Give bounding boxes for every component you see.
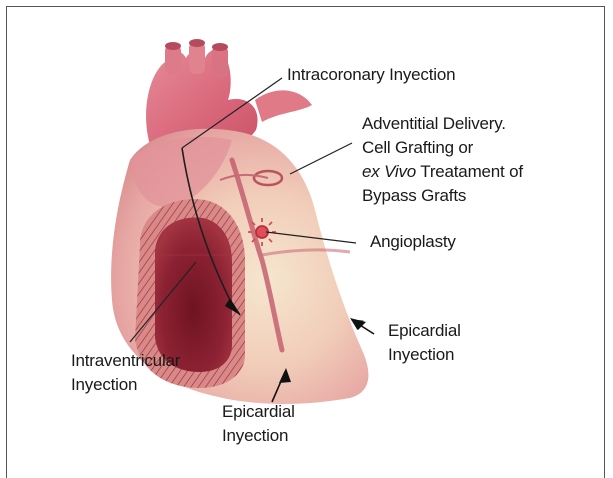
label-intraventricular-1: Intraventricular: [71, 350, 180, 372]
label-adventitial-1: Adventitial Delivery.: [362, 113, 506, 135]
ex-vivo-italic: ex Vivo: [362, 162, 416, 181]
leader-adventitial: [290, 143, 352, 174]
label-intraventricular-2: Inyection: [71, 374, 137, 396]
ventricle-cavity: [155, 217, 232, 372]
label-epicardial-bottom-2: Inyection: [222, 425, 288, 447]
label-adventitial-2: Cell Grafting or: [362, 137, 473, 159]
label-epicardial-right-2: Inyection: [388, 344, 454, 366]
label-epicardial-bottom-1: Epicardial: [222, 401, 295, 423]
label-angioplasty: Angioplasty: [370, 231, 456, 253]
ex-vivo-rest: Treatament of: [416, 162, 523, 181]
label-epicardial-right-1: Epicardial: [388, 320, 461, 342]
label-adventitial-3: ex Vivo Treatament of: [362, 161, 523, 183]
label-adventitial-4: Bypass Grafts: [362, 185, 466, 207]
label-intracoronary: Intracoronary Inyection: [287, 64, 455, 86]
